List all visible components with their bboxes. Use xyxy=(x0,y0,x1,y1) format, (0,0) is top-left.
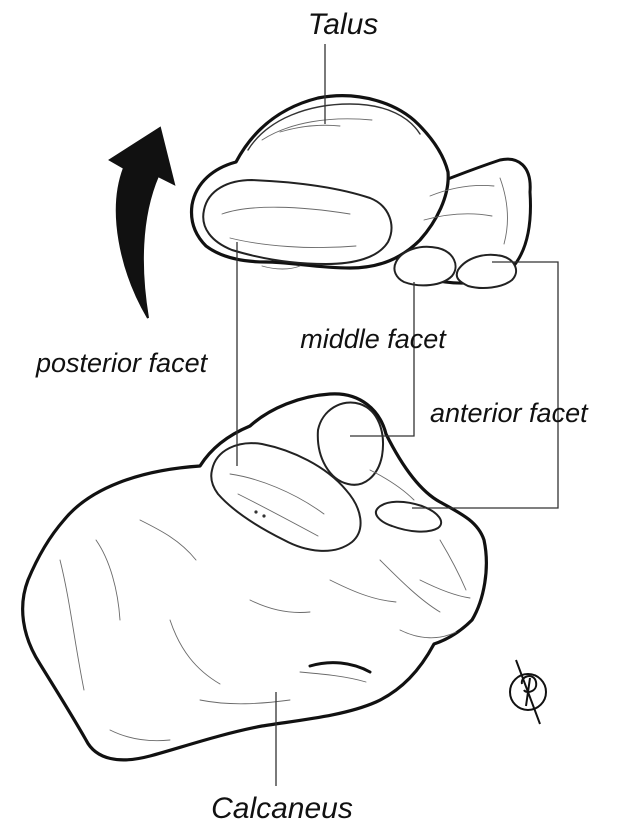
calcaneus-bone xyxy=(23,394,487,760)
middle-facet-label: middle facet xyxy=(300,324,447,354)
posterior-facet-label: posterior facet xyxy=(35,348,209,378)
artist-monogram-signature xyxy=(510,660,546,724)
rotation-arrow-icon xyxy=(110,128,174,318)
talus-label: Talus xyxy=(308,8,379,41)
calcaneus-label: Calcaneus xyxy=(211,792,353,825)
talus-bone xyxy=(192,96,531,288)
anterior-facet-leader-line xyxy=(412,262,558,508)
anterior-facet-label: anterior facet xyxy=(430,398,589,428)
